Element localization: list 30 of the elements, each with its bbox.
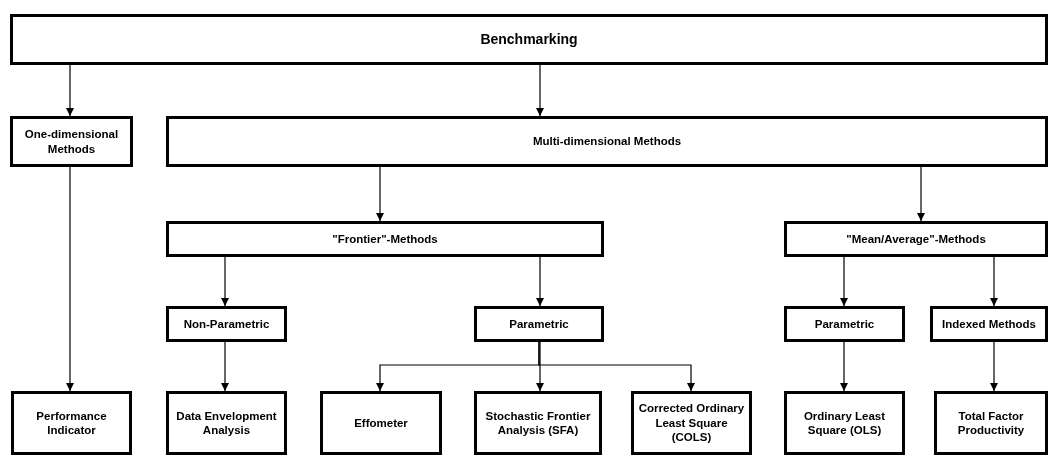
method-box: Data Envelopment Analysis (166, 391, 287, 455)
arrow (66, 64, 74, 117)
method-box: Benchmarking (10, 14, 1048, 65)
method-box: Ordinary Least Square (OLS) (784, 391, 905, 455)
arrow (840, 256, 848, 307)
method-box: Parametric (784, 306, 905, 342)
arrow (990, 341, 998, 392)
arrow (66, 166, 74, 392)
arrow (376, 166, 384, 222)
method-box: One-dimensional Methods (10, 116, 133, 167)
method-box: Effometer (320, 391, 442, 455)
arrow (990, 256, 998, 307)
arrow (536, 341, 544, 392)
arrow (917, 166, 925, 222)
method-box: Performance Indicator (11, 391, 132, 455)
method-box: Corrected Ordinary Least Square (COLS) (631, 391, 752, 455)
arrow (538, 341, 695, 392)
method-box: Stochastic Frontier Analysis (SFA) (474, 391, 602, 455)
arrow (840, 341, 848, 392)
arrow (536, 64, 544, 117)
arrow (221, 256, 229, 307)
method-box: "Mean/Average"-Methods (784, 221, 1048, 257)
method-box: Parametric (474, 306, 604, 342)
method-box: "Frontier"-Methods (166, 221, 604, 257)
method-box: Total Factor Productivity (934, 391, 1048, 455)
arrow (221, 341, 229, 392)
method-box: Indexed Methods (930, 306, 1048, 342)
method-box: Non-Parametric (166, 306, 287, 342)
arrow (536, 256, 544, 307)
method-box: Multi-dimensional Methods (166, 116, 1048, 167)
